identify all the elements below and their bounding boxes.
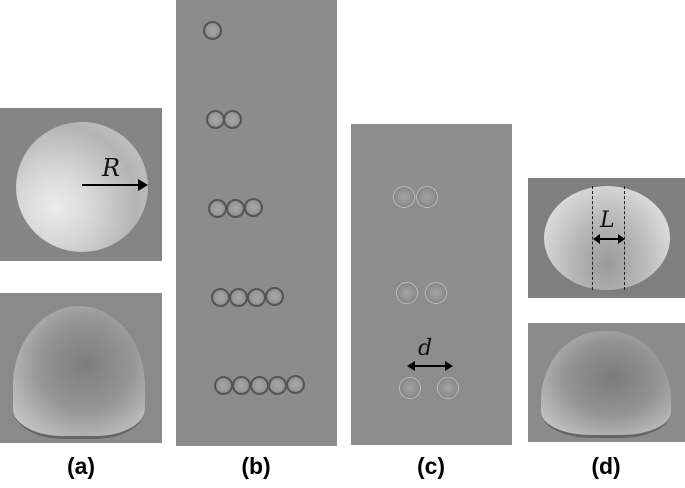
panel-label-b: (b): [241, 453, 271, 479]
droplet: [399, 377, 421, 399]
length-symbol: L: [600, 208, 615, 233]
length-arrow: [598, 238, 620, 240]
arrow-head-left-icon: [407, 361, 415, 371]
droplet-top-view: [16, 122, 148, 252]
panel-d-top: L: [528, 178, 685, 298]
arrow-head-icon: [138, 179, 148, 191]
arrow-head-right-icon: [445, 361, 453, 371]
panel-label-a: (a): [66, 453, 96, 479]
panel-b: [176, 0, 337, 446]
radius-symbol: R: [102, 154, 121, 182]
dashed-line-left: [592, 186, 593, 290]
merged-droplet-tilted-view: [541, 331, 671, 438]
droplet: [286, 375, 305, 394]
droplet: [425, 282, 447, 304]
panel-a-top: R: [0, 108, 162, 261]
droplet: [203, 21, 222, 40]
droplet: [223, 110, 242, 129]
droplet: [265, 287, 284, 306]
panel-a-tilted: [0, 293, 162, 443]
distance-symbol: d: [418, 336, 433, 361]
panel-label-c: (c): [416, 453, 446, 479]
droplet: [247, 288, 266, 307]
droplet: [211, 288, 230, 307]
arrow-head-right-icon: [618, 234, 625, 244]
panel-d-tilted: [528, 323, 685, 442]
droplet: [437, 377, 459, 399]
droplet: [229, 288, 248, 307]
droplet: [226, 199, 245, 218]
droplet-tilted-view: [13, 306, 145, 439]
distance-arrow: [413, 365, 447, 367]
droplet: [244, 198, 263, 217]
panel-label-d: (d): [591, 453, 621, 479]
radius-arrow: [82, 184, 140, 186]
droplet: [268, 376, 287, 395]
droplet: [396, 282, 418, 304]
droplet: [250, 376, 269, 395]
droplet: [214, 376, 233, 395]
arrow-head-left-icon: [593, 234, 600, 244]
droplet: [393, 186, 415, 208]
droplet: [208, 199, 227, 218]
droplet: [416, 186, 438, 208]
panel-c: d: [351, 124, 512, 445]
droplet: [232, 376, 251, 395]
